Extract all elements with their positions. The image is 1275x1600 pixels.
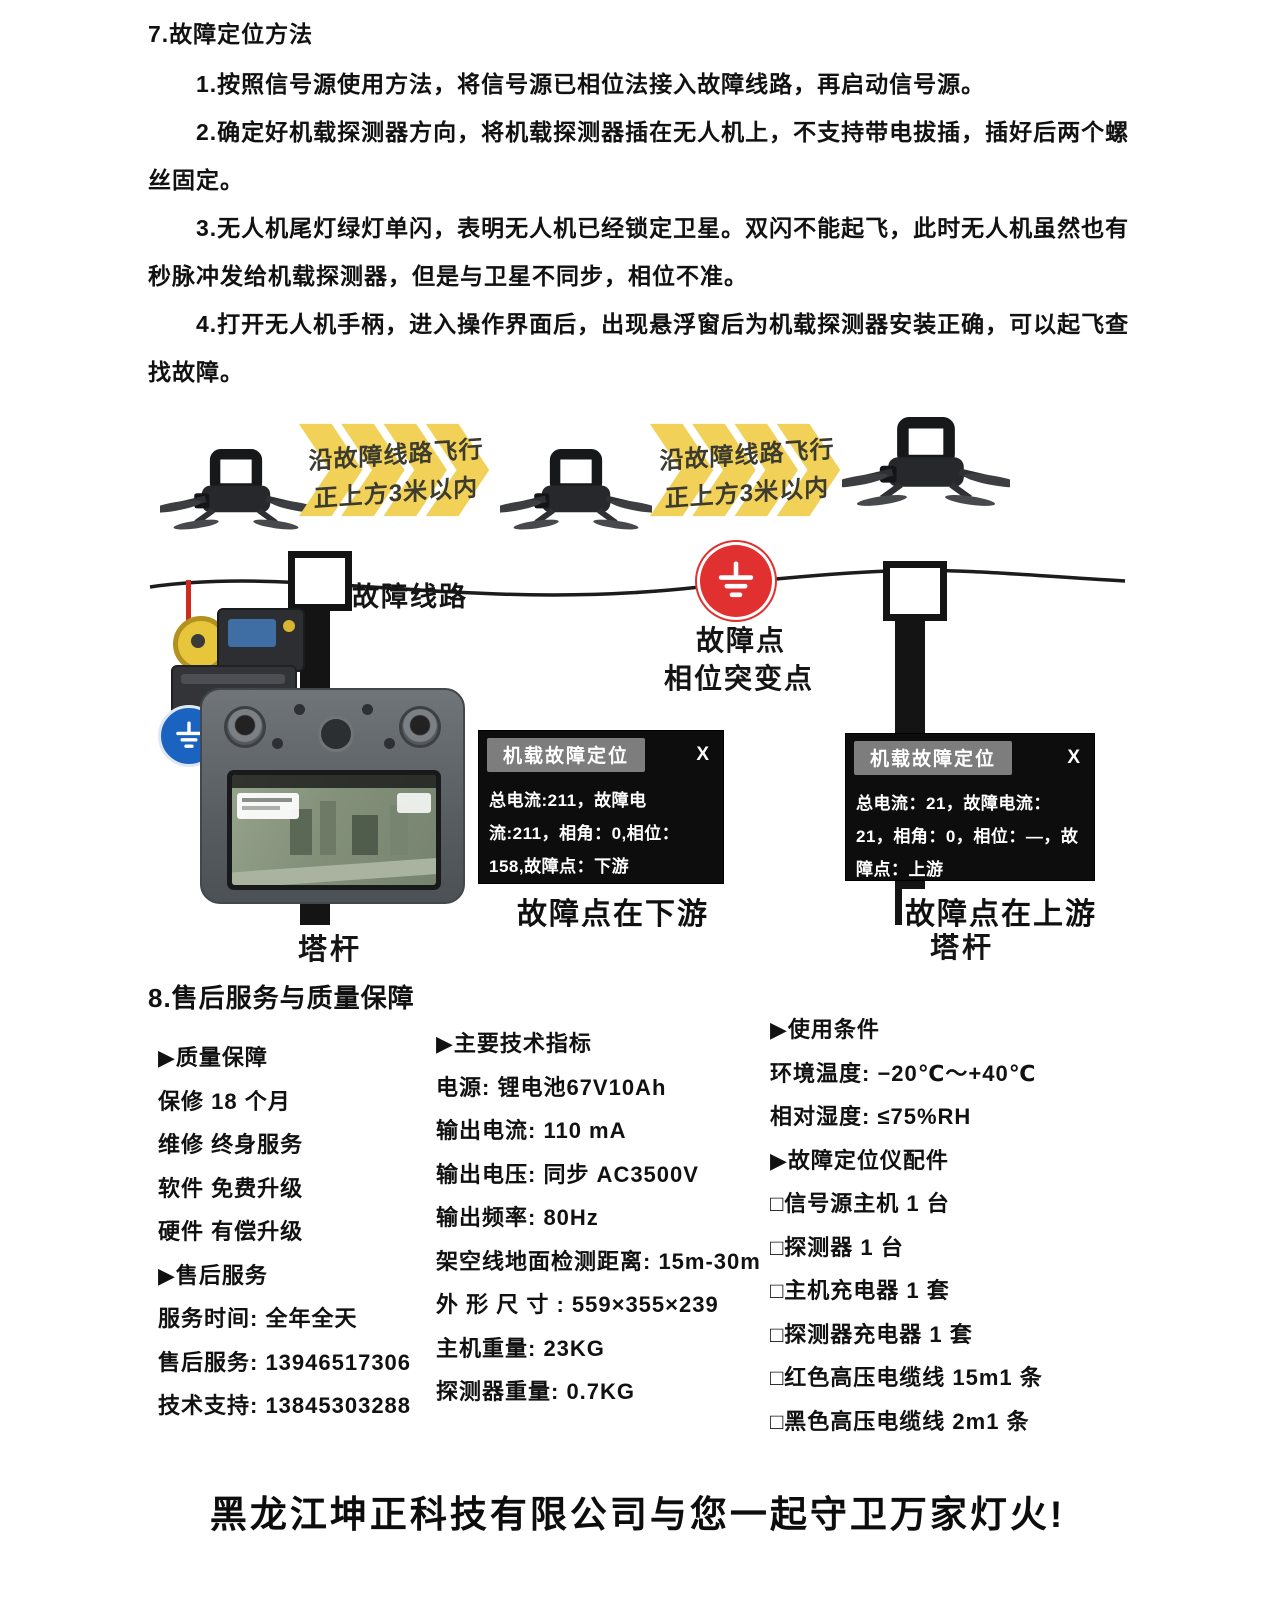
col3-heading-conditions: ▶使用条件: [770, 1017, 880, 1042]
section-fault-location: 7.故障定位方法 1.按照信号源使用方法，将信号源已相位法接入故障线路，再启动信…: [148, 10, 1133, 396]
panel-title: 机载故障定位: [487, 738, 646, 772]
tech-specs-column: ▶主要技术指标 电源: 锂电池67V10Ah 输出电流: 110 mA 输出电压…: [436, 1022, 761, 1414]
condition-item: 环境温度: −20℃～+40℃: [770, 1060, 1037, 1086]
flight-direction-arrow: 沿故障线路飞行 正上方3米以内: [648, 421, 846, 519]
right-stick: [399, 706, 441, 748]
drone-icon: [500, 449, 652, 545]
condition-item: 相对湿度: ≤75%RH: [770, 1104, 972, 1129]
fault-panel-upstream: 机载故障定位 X 总电流：21，故障电流：21，相角：0，相位：—，故障点：上游: [845, 733, 1095, 881]
fault-line-label: 故障线路: [352, 582, 468, 612]
spec-item: 输出频率: 80Hz: [436, 1205, 599, 1230]
panel-header: 机载故障定位 X: [479, 731, 723, 776]
spec-item: 电源: 锂电池67V10Ah: [436, 1074, 667, 1100]
list-item: 保修 18 个月: [158, 1088, 291, 1114]
close-icon: X: [1067, 747, 1080, 768]
step-2: 2.确定好机载探测器方向，将机载探测器插在无人机上，不支持带电拔插，插好后两个螺…: [148, 119, 1130, 193]
fault-point-ground-icon: [700, 545, 772, 617]
list-item: 服务时间: 全年全天: [158, 1306, 358, 1331]
col1-heading-quality: ▶质量保障: [158, 1045, 268, 1070]
controller-button: [294, 704, 305, 715]
screen-widget: [397, 793, 431, 813]
controller-button: [272, 738, 283, 749]
drone-icon: [842, 417, 1010, 523]
close-icon: X: [696, 744, 709, 765]
panel-readings: 总电流:211，故障电流:211，相角：0,相位：158,故障点：下游: [489, 791, 680, 877]
spec-item: 架空线地面检测距离: 15m-30m: [436, 1248, 761, 1274]
left-stick: [224, 706, 266, 748]
flight-direction-arrow: 沿故障线路飞行 正上方3米以内: [297, 421, 495, 519]
drone-icon: [160, 449, 312, 545]
section7-title: 7.故障定位方法: [148, 21, 314, 47]
step-3: 3.无人机尾灯绿灯单闪，表明无人机已经锁定卫星。双闪不能起飞，此时无人机虽然也有…: [148, 215, 1130, 289]
service-phone: 售后服务: 13946517306: [158, 1349, 412, 1375]
controller-button: [362, 704, 373, 715]
accessory-item: □黑色高压电缆线 2m1 条: [770, 1408, 1030, 1434]
controller-screen: [227, 770, 441, 890]
floating-window: [237, 793, 299, 819]
section8-title: 8.售后服务与质量保障: [148, 983, 415, 1013]
fault-location-diagram: 沿故障线路飞行 正上方3米以内 沿故障线路飞行 正上方3米以内 故障线路 故障点…: [0, 405, 1275, 990]
aerial-view-image: [232, 775, 436, 885]
upstream-caption: 故障点在上游: [902, 889, 1100, 933]
list-item: 软件 免费升级: [158, 1175, 304, 1201]
col2-heading: ▶主要技术指标: [436, 1031, 592, 1056]
fault-point-label: 故障点: [696, 625, 787, 656]
quality-guarantee-column: ▶质量保障 保修 18 个月 维修 终身服务 软件 免费升级 硬件 有偿升级 ▶…: [158, 1036, 411, 1428]
fault-panel-downstream: 机载故障定位 X 总电流:211，故障电流:211，相角：0,相位：158,故障…: [478, 730, 724, 884]
spec-item: 探测器重量: 0.7KG: [436, 1379, 636, 1404]
panel-readings: 总电流：21，故障电流：21，相角：0，相位：—，故障点：上游: [856, 794, 1079, 880]
spec-item: 输出电流: 110 mA: [436, 1118, 627, 1143]
panel-title: 机载故障定位: [854, 741, 1013, 775]
remote-controller-image: [200, 688, 465, 904]
tower-crossarm-right: [883, 561, 947, 621]
spec-item: 主机重量: 23KG: [436, 1335, 605, 1361]
support-phone: 技术支持: 13845303288: [158, 1393, 412, 1418]
device-screen: [228, 619, 276, 647]
usage-conditions-column: ▶使用条件 环境温度: −20℃～+40℃ 相对湿度: ≤75%RH ▶故障定位…: [770, 1008, 1043, 1443]
tower-label-left: 塔杆: [296, 926, 365, 968]
accessory-item: □信号源主机 1 台: [770, 1191, 950, 1216]
accessory-item: □主机充电器 1 套: [770, 1278, 950, 1303]
spec-item: 外 形 尺 寸 : 559×355×239: [436, 1292, 719, 1317]
accessory-item: □探测器 1 台: [770, 1234, 904, 1260]
phase-mutation-label: 相位突变点: [664, 663, 815, 694]
list-item: 维修 终身服务: [158, 1132, 304, 1157]
company-slogan: 黑龙江坤正科技有限公司与您一起守卫万家灯火!: [209, 1494, 1066, 1535]
controller-body: [200, 688, 465, 904]
panel-header: 机载故障定位 X: [846, 734, 1094, 779]
device-box: [217, 608, 305, 672]
device-knob: [283, 620, 295, 632]
center-dial: [318, 716, 354, 752]
accessory-item: □探测器充电器 1 套: [770, 1321, 973, 1347]
downstream-caption: 故障点在下游: [514, 889, 712, 933]
list-item: 硬件 有偿升级: [158, 1219, 304, 1244]
step-1: 1.按照信号源使用方法，将信号源已相位法接入故障线路，再启动信号源。: [196, 71, 986, 97]
screen-status-bar: [232, 775, 436, 788]
controller-button: [384, 738, 395, 749]
step-4: 4.打开无人机手柄，进入操作界面后，出现悬浮窗后为机载探测器安装正确，可以起飞查…: [148, 311, 1130, 385]
spec-item: 输出电压: 同步 AC3500V: [436, 1161, 699, 1187]
col1-heading-service: ▶售后服务: [158, 1262, 268, 1288]
col3-heading-accessories: ▶故障定位仪配件: [770, 1147, 949, 1173]
tower-crossarm-left: [288, 551, 352, 611]
accessory-item: □红色高压电缆线 15m1 条: [770, 1365, 1043, 1390]
